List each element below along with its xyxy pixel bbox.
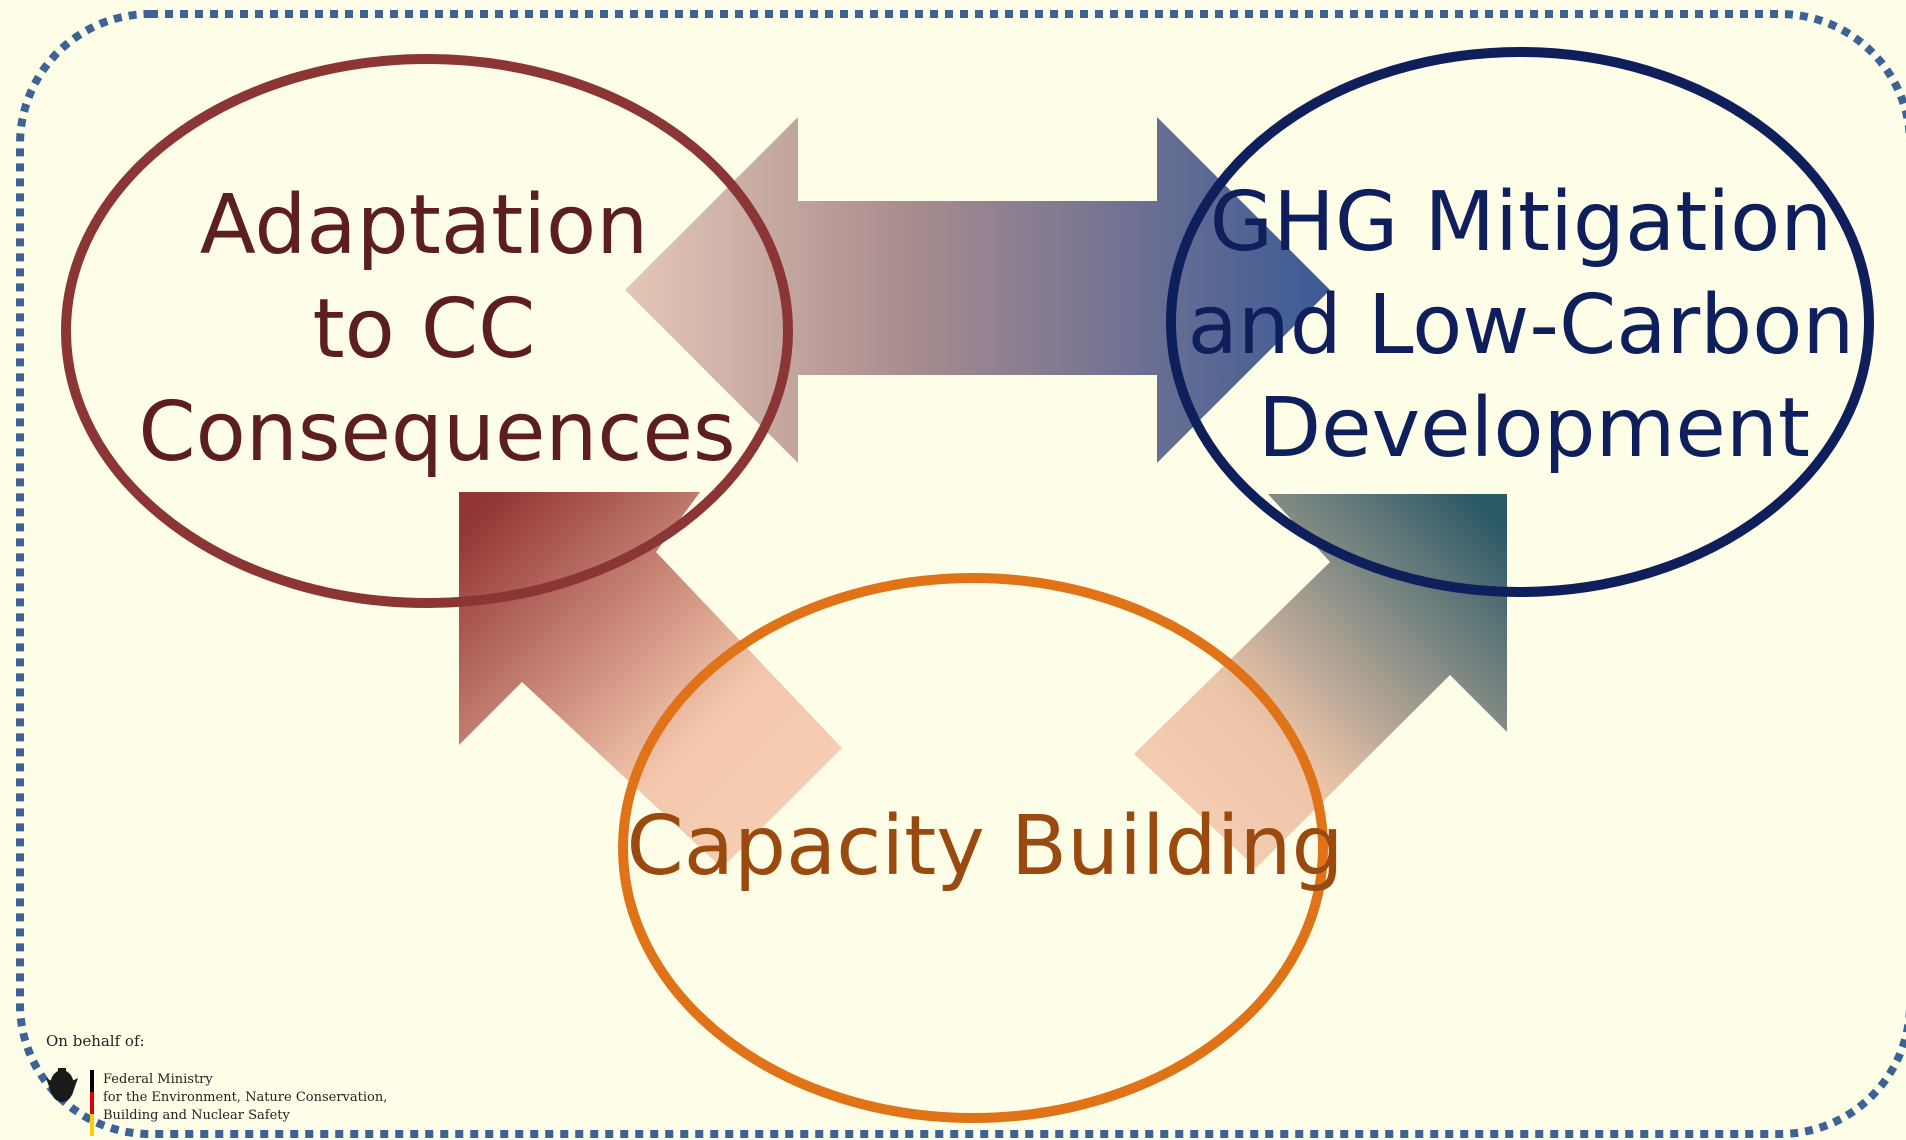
adaptation-label-line3: Consequences	[138, 385, 735, 480]
federal-eagle-icon	[46, 1068, 78, 1102]
adaptation-ring	[61, 54, 793, 608]
mitigation-label-line2: and Low-Carbon	[1188, 278, 1855, 373]
capacity-ring	[618, 573, 1328, 1123]
ministry-line2: for the Environment, Nature Conservation…	[103, 1090, 387, 1105]
german-flag-bar	[90, 1070, 94, 1136]
mitigation-label-line1: GHG Mitigation	[1210, 175, 1833, 270]
dotted-border	[16, 10, 1906, 1138]
mitigation-ring	[1166, 47, 1874, 597]
arrow-capacity-to-mitigation	[1134, 494, 1507, 868]
arrow-adaptation-mitigation	[625, 117, 1330, 463]
on-behalf-text: On behalf of:	[46, 1032, 145, 1050]
capacity-label-line1: Capacity Building	[626, 799, 1343, 894]
adaptation-label: Adaptation to CC Consequences	[138, 178, 735, 480]
adaptation-label-line2: to CC	[313, 282, 536, 377]
adaptation-label-line1: Adaptation	[200, 178, 648, 273]
ministry-name: Federal Ministry for the Environment, Na…	[103, 1072, 392, 1123]
ministry-line3: Building and Nuclear Safety	[103, 1108, 290, 1123]
mitigation-label: GHG Mitigation and Low-Carbon Developmen…	[1188, 175, 1881, 476]
mitigation-label-line3: Development	[1258, 381, 1810, 476]
ministry-line1: Federal Ministry	[103, 1072, 213, 1087]
capacity-label: Capacity Building	[626, 799, 1343, 894]
